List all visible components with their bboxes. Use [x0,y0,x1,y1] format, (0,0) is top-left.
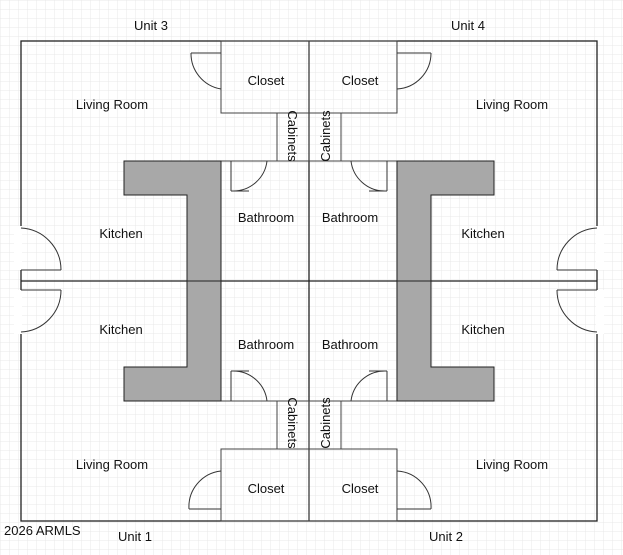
closet-unit4 [308,40,398,114]
living-room-label-unit2: Living Room [476,457,548,472]
bathroom-label-unit1: Bathroom [238,337,294,352]
entry-door-unit3 [14,226,62,271]
kitchen-label-unit3: Kitchen [99,226,142,241]
unit4-label: Unit 4 [451,18,485,33]
counter-unit1 [123,280,222,402]
living-room-label-unit4: Living Room [476,97,548,112]
cabinets-label-unit4: Cabinets [318,110,333,162]
door-bathroom-unit2 [350,370,388,402]
bathroom-label-unit4: Bathroom [322,210,378,225]
watermark: 2026 ARMLS [4,523,81,538]
door-closet-unit3 [190,52,222,90]
closet-label-unit3: Closet [248,73,285,88]
entry-door-unit2 [556,289,604,334]
bathroom-label-unit2: Bathroom [322,337,378,352]
door-bathroom-unit1 [230,370,268,402]
bathroom-label-unit3: Bathroom [238,210,294,225]
closet-label-unit4: Closet [342,73,379,88]
door-closet-unit1 [188,470,222,510]
kitchen-label-unit1: Kitchen [99,322,142,337]
entry-door-unit4 [556,226,604,271]
living-room-label-unit1: Living Room [76,457,148,472]
closet-unit2 [308,448,398,522]
unit2-label: Unit 2 [429,529,463,544]
closet-label-unit2: Closet [342,481,379,496]
kitchen-label-unit2: Kitchen [461,322,504,337]
cabinets-label-unit3: Cabinets [285,110,300,162]
living-room-label-unit3: Living Room [76,97,148,112]
entry-door-unit1 [14,289,62,334]
cabinets-label-unit2: Cabinets [318,397,333,449]
unit3-label: Unit 3 [134,18,168,33]
kitchen-label-unit4: Kitchen [461,226,504,241]
door-bathroom-unit3 [230,160,268,192]
closet-label-unit1: Closet [248,481,285,496]
cabinets-label-unit1: Cabinets [285,397,300,449]
unit1-label: Unit 1 [118,529,152,544]
door-closet-unit4 [396,52,432,90]
door-bathroom-unit4 [350,160,388,192]
door-closet-unit2 [396,470,432,510]
counter-unit2 [396,280,495,402]
